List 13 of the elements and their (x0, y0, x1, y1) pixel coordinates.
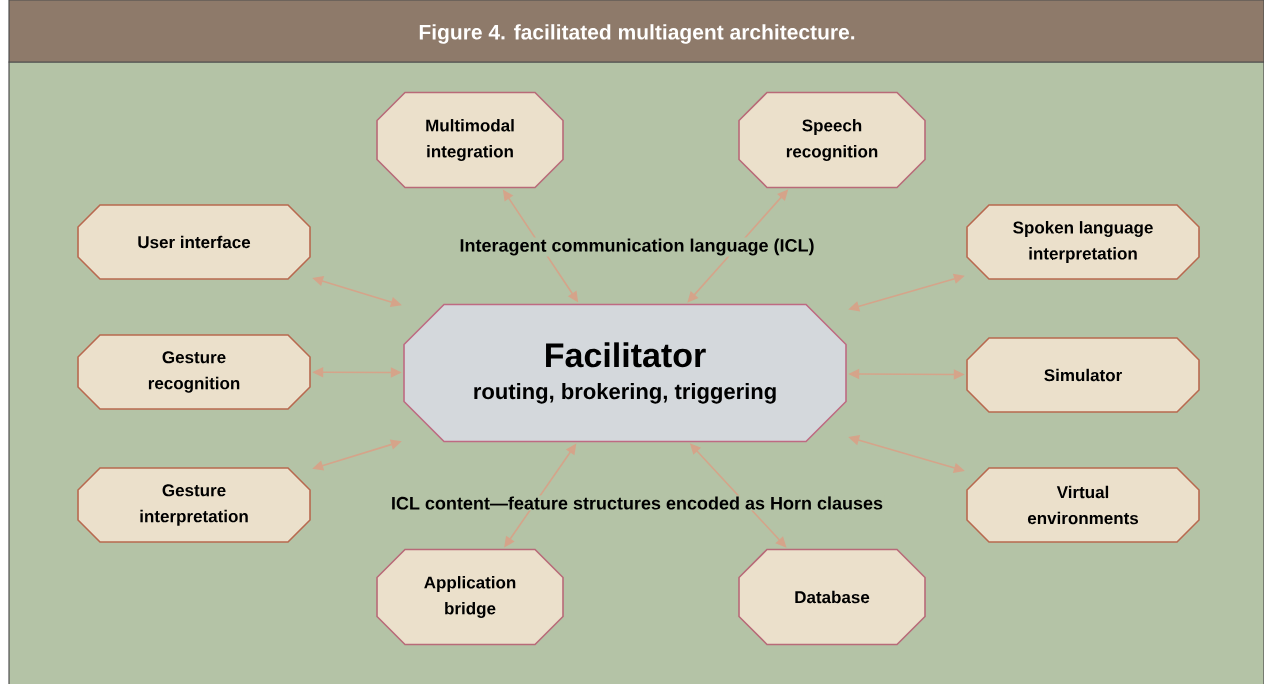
agent-box: Spoken language interpretation (966, 204, 1200, 280)
agent-box: Database (738, 548, 926, 646)
agent-box: Multimodal integration (376, 91, 564, 189)
title: Figure 4. facilitated multiagent architecture. (419, 24, 855, 44)
facilitator-box: Facilitator routing, brokering, triggering (403, 303, 847, 443)
agent-box: User interface (77, 204, 311, 280)
agent-box: Gesture interpretation (77, 467, 311, 543)
agent-box: Virtual environments (966, 467, 1200, 543)
agent-box: Application bridge (376, 548, 564, 646)
agent-box: Gesture recognition (77, 334, 311, 410)
agent-box: Speech recognition (738, 91, 926, 189)
agent-box: Simulator (966, 337, 1200, 413)
annotation-text: ICL content—feature structures encoded as Horn clauses (389, 495, 885, 511)
